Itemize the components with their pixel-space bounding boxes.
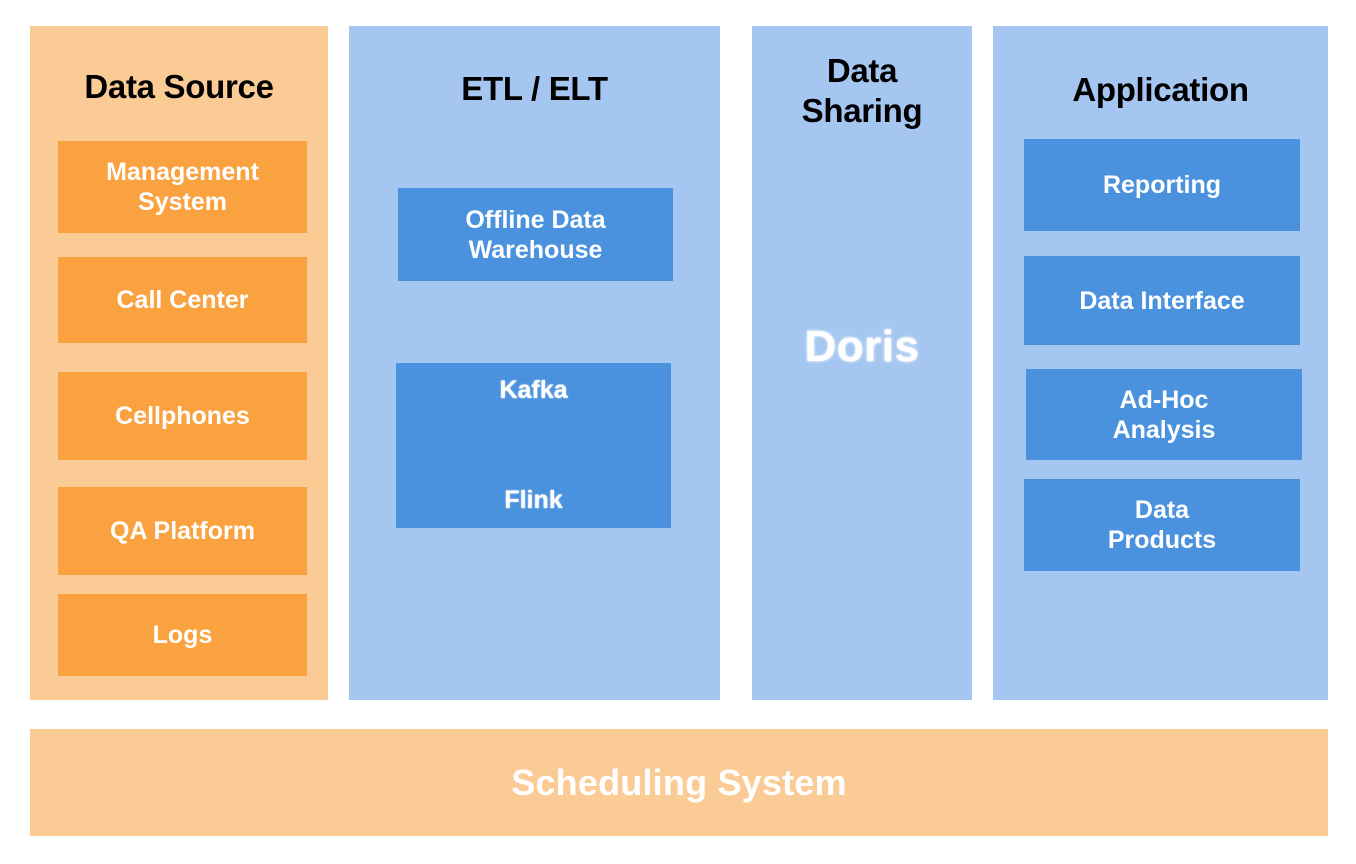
box-logs[interactable]: Logs <box>58 594 307 676</box>
box-reporting[interactable]: Reporting <box>1024 139 1300 231</box>
column-data-source: Data Source <box>30 26 328 700</box>
label-doris: Doris <box>804 322 920 371</box>
column-title-data-sharing: Data Sharing <box>801 52 923 130</box>
bar-scheduling-system-label: Scheduling System <box>511 761 847 803</box>
box-call-center[interactable]: Call Center <box>58 257 307 343</box>
column-title-application: Application <box>1072 71 1249 108</box>
box-qa-platform[interactable]: QA Platform <box>58 487 307 575</box>
box-data-products[interactable]: Data Products <box>1024 479 1300 571</box>
box-offline-data-warehouse[interactable]: Offline Data Warehouse <box>398 188 673 281</box>
box-management-system[interactable]: Management System <box>58 141 307 233</box>
box-cellphones[interactable]: Cellphones <box>58 372 307 460</box>
column-title-etl-elt: ETL / ELT <box>461 70 608 107</box>
column-application: Application <box>993 26 1328 700</box>
bar-scheduling-system[interactable]: Scheduling System <box>30 729 1328 836</box>
box-ad-hoc-analysis[interactable]: Ad-Hoc Analysis <box>1026 369 1302 460</box>
column-data-sharing: Data Sharing <box>752 26 972 700</box>
column-title-data-source: Data Source <box>84 68 274 105</box>
box-data-interface[interactable]: Data Interface <box>1024 256 1300 345</box>
box-kafka-flink[interactable]: Kafka Flink <box>396 363 671 528</box>
